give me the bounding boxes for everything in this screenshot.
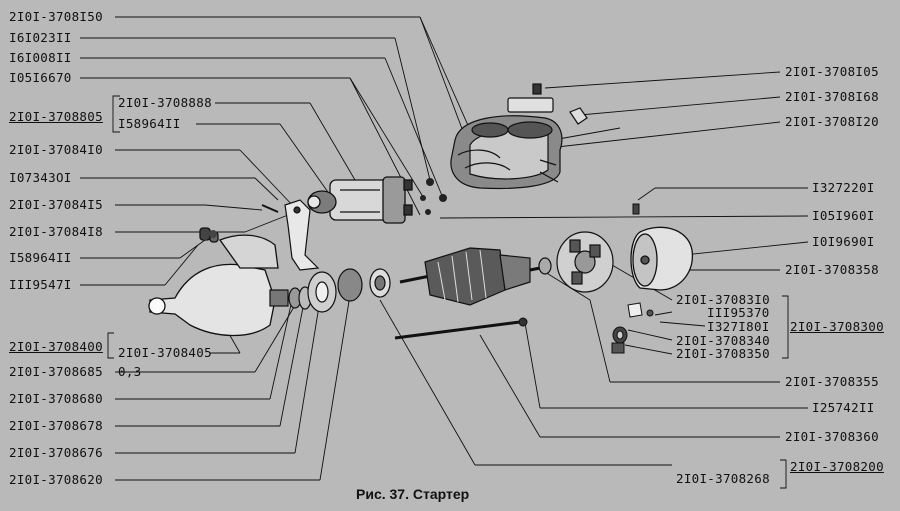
- small-parts: [611, 203, 654, 354]
- bracket: [107, 332, 114, 359]
- part-label: 2I0I-3708358: [785, 262, 879, 277]
- drive-housing: [148, 227, 279, 337]
- stator-field-winding: [450, 115, 563, 190]
- assembly-label: 2I0I-3708805: [9, 109, 103, 124]
- leader-line: [654, 311, 673, 316]
- part-label: I58964II: [118, 116, 181, 131]
- leader-line: [164, 244, 199, 286]
- leader-line: [279, 123, 331, 196]
- leader-line: [589, 299, 611, 383]
- part-label: 2I0I-3708888: [118, 95, 212, 110]
- leader-line: [254, 296, 301, 373]
- brush-holder: [556, 231, 614, 293]
- armature: [399, 247, 552, 306]
- leader-line: [179, 239, 206, 259]
- leader-line: [204, 204, 263, 211]
- part-label: I05I6670: [9, 70, 72, 85]
- part-label: I0I9690I: [812, 234, 875, 249]
- part-label: I6I023II: [9, 30, 72, 45]
- part-label: 2I0I-3708620: [9, 472, 103, 487]
- part-label: 2I0I-37084I5: [9, 197, 103, 212]
- part-label: 2I0I-3708I20: [785, 114, 879, 129]
- part-label: III95370: [707, 305, 770, 320]
- part-label: 2I0I-3708685: [9, 364, 103, 379]
- part-label: I6I008II: [9, 50, 72, 65]
- part-label: 2I0I-37083I0: [676, 292, 770, 307]
- part-label: 2I0I-3708268: [676, 471, 770, 486]
- washers: [201, 230, 217, 240]
- leader-line: [637, 187, 656, 201]
- part-label: 2I0I-3708680: [9, 391, 103, 406]
- leader-line: [294, 299, 321, 454]
- leader-line: [524, 322, 541, 409]
- nuts: [420, 178, 447, 215]
- part-label: 2I0I-3708340: [676, 333, 770, 348]
- leader-line: [244, 214, 289, 233]
- assembly-label: 2I0I-3708400: [9, 339, 103, 354]
- part-label: 2I0I-3708405: [118, 345, 212, 360]
- part-label: III9547I: [9, 277, 72, 292]
- part-label: I58964II: [9, 250, 72, 265]
- shift-lever: [261, 199, 320, 271]
- part-label: 2I0I-3708I05: [785, 64, 879, 79]
- pinion-clutch: [269, 268, 391, 313]
- part-note: 0,3: [118, 364, 142, 379]
- leader-line: [269, 299, 293, 400]
- part-label: 2I0I-3708360: [785, 429, 879, 444]
- leader-line: [279, 296, 306, 427]
- part-label: 2I0I-3708I68: [785, 89, 879, 104]
- leader-line: [659, 321, 706, 327]
- leader-line: [349, 77, 421, 216]
- assembly-label: 2I0I-3708300: [790, 319, 884, 334]
- leader-line: [624, 344, 673, 355]
- part-label: I05I960I: [812, 208, 875, 223]
- leader-line: [547, 121, 781, 149]
- part-label: I327220I: [812, 180, 875, 195]
- rear-cover: [630, 226, 694, 291]
- bracket: [780, 459, 787, 489]
- figure-caption: Рис. 37. Стартер: [356, 486, 470, 502]
- part-label: 2I0I-3708355: [785, 374, 879, 389]
- leader-line: [627, 329, 673, 341]
- leader-line: [579, 96, 781, 116]
- part-label: 2I0I-37084I8: [9, 224, 103, 239]
- leader-line: [544, 71, 781, 89]
- leader-line: [384, 57, 444, 199]
- leader-line: [254, 177, 279, 201]
- leader-line: [419, 16, 471, 151]
- leader-line: [239, 149, 296, 209]
- through-bolt: [394, 317, 528, 340]
- leader-line: [309, 102, 356, 181]
- terminal-plate: [507, 83, 588, 125]
- part-label: 2I0I-3708678: [9, 418, 103, 433]
- leader-line: [319, 294, 351, 481]
- part-label: 2I0I-3708350: [676, 346, 770, 361]
- part-label: 2I0I-3708676: [9, 445, 103, 460]
- part-label: I07343OI: [9, 170, 72, 185]
- part-label: I327I80I: [707, 319, 770, 334]
- solenoid-relay: [307, 176, 413, 224]
- leader-line: [379, 299, 476, 466]
- part-label: I25742II: [812, 400, 875, 415]
- leader-line: [479, 334, 541, 438]
- part-label: 2I0I-37084I0: [9, 142, 103, 157]
- bracket: [782, 295, 789, 359]
- part-label: 2I0I-3708I50: [9, 9, 103, 24]
- leader-line: [439, 215, 809, 219]
- bracket: [112, 95, 120, 133]
- leader-line: [394, 37, 431, 181]
- assembly-label: 2I0I-3708200: [790, 459, 884, 474]
